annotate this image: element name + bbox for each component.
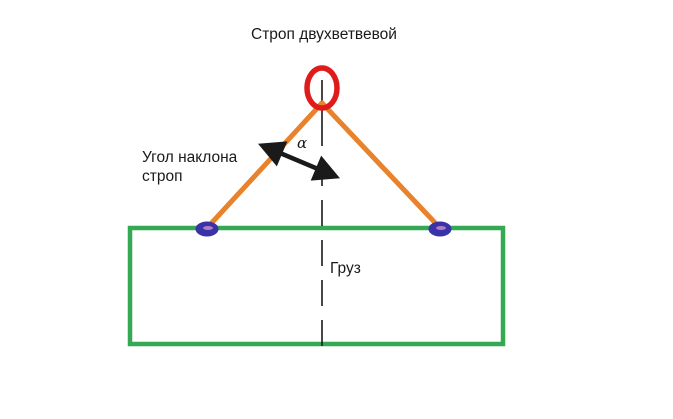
page-title: Строп двухветвевой [251,26,397,43]
load-callout-label: Груз [330,260,361,277]
angle-double-arrow [258,141,340,181]
angle-callout-line1: Угол наклона [142,149,238,166]
shackle-right-pin [436,226,446,230]
angle-callout-line2: строп [142,168,183,186]
angle-callout-label: Угол наклона строп [142,148,237,187]
sling-branch-right [319,100,443,231]
master-ring [304,65,340,111]
angle-symbol-label: α [297,134,308,152]
shackle-left-pin [203,226,213,230]
load-rectangle [127,225,506,347]
